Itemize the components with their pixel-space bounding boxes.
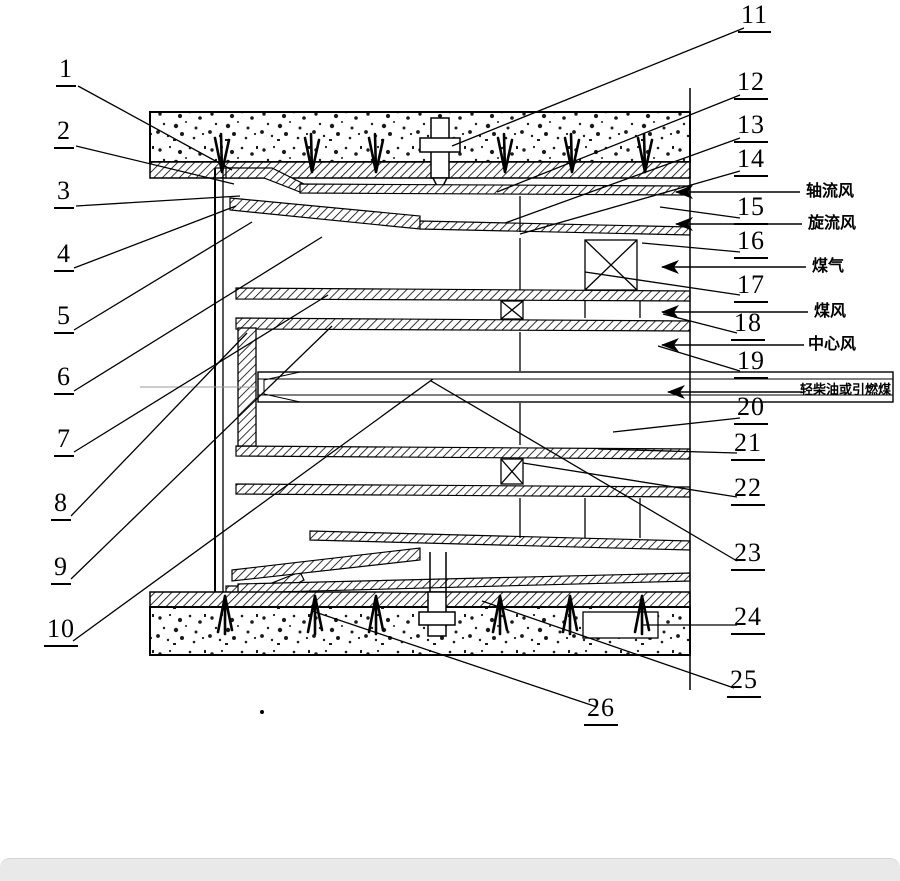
mounting-plate-bottom (149, 591, 691, 608)
mounting-bolt-bottom (418, 552, 456, 637)
callout-15: 15 (734, 194, 768, 225)
anchor-studs-bottom (216, 594, 651, 636)
central-fuel-pipe (140, 371, 894, 403)
callout-16: 16 (734, 228, 768, 259)
flow-label-fuel: 轻柴油或引燃煤 (800, 383, 892, 398)
burner-shell-left-wall (214, 167, 238, 593)
flow-label-coal-air: 煤风 (814, 301, 847, 320)
callout-10: 10 (44, 616, 78, 647)
refractory-block-top (149, 111, 691, 163)
callout-2: 2 (54, 118, 74, 149)
callout-5: 5 (54, 303, 74, 334)
callout-17: 17 (734, 272, 768, 303)
callout-12: 12 (734, 69, 768, 100)
callout-19: 19 (734, 348, 768, 379)
callout-4: 4 (54, 241, 74, 272)
callout-22: 22 (731, 475, 765, 506)
callout-20: 20 (734, 394, 768, 425)
flow-label-axial-air: 轴流风 (806, 181, 855, 200)
callout-25: 25 (727, 667, 761, 698)
flow-label-center-air: 中心风 (808, 334, 857, 353)
callout-3: 3 (54, 178, 74, 209)
stray-ink-dot (260, 710, 264, 714)
callout-8: 8 (51, 490, 71, 521)
flow-direction-arrows (661, 185, 808, 399)
callout-26: 26 (584, 695, 618, 726)
spacer-blocks (500, 196, 641, 538)
callout-23: 23 (731, 540, 765, 571)
callout-6: 6 (54, 364, 74, 395)
flow-label-swirl-air: 旋流风 (808, 213, 857, 232)
callout-24: 24 (731, 604, 765, 635)
callout-21: 21 (731, 430, 765, 461)
callout-14: 14 (734, 146, 768, 177)
page-footer-bar (0, 858, 900, 881)
callout-13: 13 (734, 112, 768, 143)
callout-1: 1 (56, 56, 76, 87)
flow-label-coal-gas: 煤气 (812, 256, 845, 275)
callout-18: 18 (731, 310, 765, 341)
callout-7: 7 (54, 426, 74, 457)
callout-9: 9 (51, 554, 71, 585)
anchor-studs-top (213, 132, 654, 174)
callout-leader-lines (70, 27, 745, 708)
mounting-bolt-top (419, 117, 461, 194)
air-tube-walls (229, 183, 691, 594)
callout-11: 11 (738, 2, 772, 33)
